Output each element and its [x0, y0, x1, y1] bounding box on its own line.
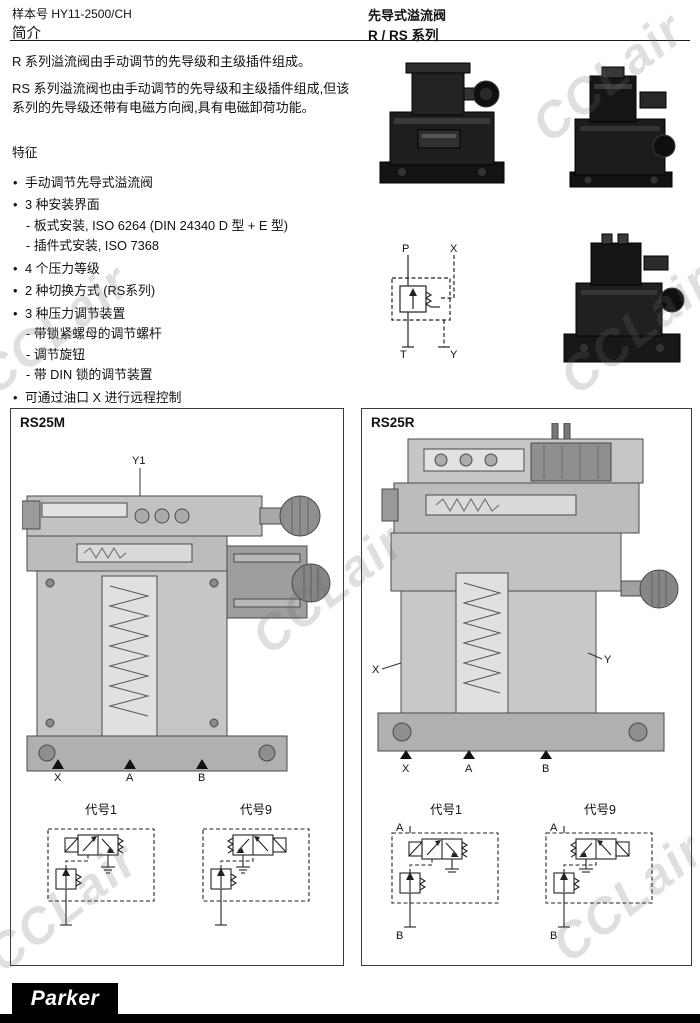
doc-number: 样本号 HY11-2500/CH [12, 7, 132, 21]
cross-section-rs25m: Y1 [22, 455, 332, 781]
header-left: 样本号 HY11-2500/CH 简介 [12, 6, 132, 45]
header-right: 先导式溢流阀 R / RS 系列 [368, 6, 446, 46]
product-photo-r-valve [379, 62, 505, 184]
svg-text:P: P [402, 243, 409, 255]
code-label-1: 代号1 [430, 803, 462, 817]
product-photo-rs-valve-bottom [563, 233, 685, 363]
brand-wordmark: Parker [30, 986, 100, 1010]
feature-item-label: 可通过油口 X 进行远程控制 [25, 390, 182, 406]
svg-text:B: B [396, 930, 403, 942]
svg-text:X: X [372, 664, 380, 676]
svg-text:Y: Y [450, 349, 458, 361]
feature-subitem: - 插件式安装, ISO 7368 [26, 238, 159, 254]
product-photo-rs-valve-top [569, 66, 676, 188]
svg-text:X: X [402, 763, 410, 775]
svg-text:Y: Y [604, 654, 612, 666]
feature-item: 3 种安装界面 - 板式安装, ISO 6264 (DIN 24340 D 型 … [12, 196, 364, 256]
svg-text:B: B [550, 930, 557, 942]
feature-subitem: - 带锁紧螺母的调节螺杆 [26, 326, 162, 342]
intro-text: R 系列溢流阀由手动调节的先导级和主级插件组成。 RS 系列溢流阀也由手动调节的… [12, 52, 360, 125]
feature-item-label: 3 种安装界面 [25, 197, 100, 213]
feature-item: 4 个压力等级 [12, 260, 364, 279]
svg-text:X: X [54, 772, 62, 781]
intro-paragraph-2: RS 系列溢流阀也由手动调节的先导级和主级插件组成,但该系列的先导级还带有电磁方… [12, 80, 350, 116]
svg-text:B: B [542, 763, 549, 775]
panel-rs25r: RS25R [361, 408, 692, 966]
panel-rs25m: RS25M Y1 [10, 408, 344, 966]
intro-paragraph-1: R 系列溢流阀由手动调节的先导级和主级插件组成。 [12, 54, 312, 69]
features-list: 手动调节先导式溢流阀 3 种安装界面 - 板式安装, ISO 6264 (DIN… [12, 174, 364, 408]
svg-text:Y1: Y1 [132, 455, 145, 467]
svg-text:X: X [450, 243, 458, 255]
feature-subitem: - 调节旋钮 [26, 346, 86, 362]
svg-text:A: A [126, 772, 134, 781]
panel-title: RS25R [371, 415, 415, 430]
panel-title: RS25M [20, 415, 66, 430]
svg-text:T: T [400, 349, 407, 361]
svg-text:B: B [198, 772, 205, 781]
features-section: 特征 手动调节先导式溢流阀 3 种安装界面 - 板式安装, ISO 6264 (… [12, 144, 364, 412]
series-title: R / RS 系列 [368, 27, 439, 43]
code-label-9: 代号9 [584, 803, 616, 817]
feature-subitem: - 带 DIN 锁的调节装置 [26, 367, 153, 383]
code-label-1: 代号1 [85, 803, 117, 817]
schematic-rs25m-code9 [202, 828, 310, 926]
page-title: 先导式溢流阀 [368, 8, 447, 23]
header-divider [10, 40, 690, 41]
feature-item: 2 种切换方式 (RS系列) [12, 282, 364, 301]
feature-item: 3 种压力调节装置 - 带锁紧螺母的调节螺杆 - 调节旋钮 - 带 DIN 锁的… [12, 305, 364, 385]
features-heading: 特征 [12, 145, 38, 160]
schematic-rs25m-code1 [47, 828, 155, 926]
footer-bar [0, 1014, 700, 1023]
feature-item: 可通过油口 X 进行远程控制 [12, 389, 364, 408]
relief-valve-symbol: P X T Y [391, 243, 458, 361]
code-label-9: 代号9 [240, 803, 272, 817]
schematic-rs25r-code9: A B [545, 822, 653, 942]
svg-text:A: A [396, 822, 404, 834]
feature-item: 手动调节先导式溢流阀 [12, 174, 364, 193]
parker-logo: Parker [12, 983, 118, 1014]
cross-section-rs25r: X Y X A B [372, 423, 686, 775]
schematic-rs25r-code1: A B [391, 822, 499, 942]
feature-item-label: 2 种切换方式 (RS系列) [25, 283, 156, 299]
feature-item-label: 4 个压力等级 [25, 260, 100, 276]
section-title: 简介 [12, 26, 41, 43]
svg-text:A: A [465, 763, 473, 775]
feature-item-label: 3 种压力调节装置 [25, 305, 126, 321]
feature-subitem: - 板式安装, ISO 6264 (DIN 24340 D 型 + E 型) [26, 217, 289, 233]
svg-text:A: A [550, 822, 558, 834]
feature-item-label: 手动调节先导式溢流阀 [25, 174, 153, 190]
